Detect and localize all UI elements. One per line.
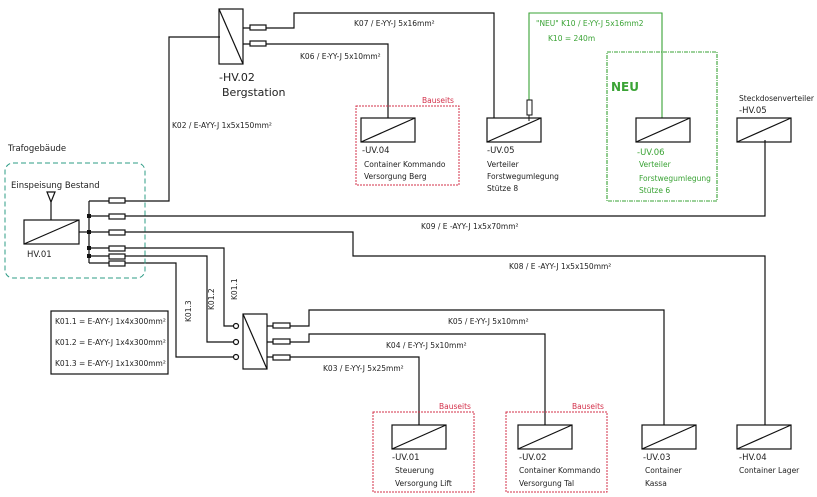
uv04-desc: Container Kommando	[364, 160, 446, 169]
hv02-id: -HV.02	[219, 71, 255, 84]
bauseits-frame-uv04	[355, 105, 460, 186]
cable-k08[interactable]	[89, 231, 766, 425]
uv01-desc: Steuerung	[395, 466, 434, 475]
cable-k02-label: K02 / E-AYY-J 1x5x150mm²	[172, 121, 272, 130]
legend-item: K01.1 = E-AYY-J 1x4x300mm²	[55, 317, 166, 326]
uv02-desc: Container Kommando	[519, 466, 601, 475]
uv02-desc: Versorgung Tal	[519, 479, 574, 488]
hv02-name: Bergstation	[222, 86, 286, 99]
hv02-box[interactable]	[218, 8, 244, 65]
uv03-box[interactable]	[641, 424, 697, 450]
uv06-desc: Verteiler	[639, 160, 672, 169]
cable-k012-label: K01.2	[207, 288, 216, 310]
uv02-id: -UV.02	[519, 453, 547, 463]
cable-k07[interactable]	[243, 12, 495, 118]
new-marker: NEU	[611, 80, 639, 94]
uv06-desc: Forstwegumlegung	[639, 174, 711, 183]
uv03-id: -UV.03	[643, 453, 671, 463]
hv05-id: -HV.05	[739, 106, 767, 116]
uv04-box[interactable]	[360, 117, 416, 143]
cable-k013-label: K01.3	[184, 300, 193, 322]
uv05-box[interactable]	[486, 117, 542, 143]
hv01-diagonal	[23, 219, 80, 245]
hv05-box[interactable]	[736, 117, 792, 143]
cable-k06-label: K06 / E-YY-J 5x10mm²	[300, 52, 381, 61]
hv04-box[interactable]	[736, 424, 792, 450]
legend-box	[50, 310, 169, 375]
supply-triangle-icon	[46, 191, 56, 204]
bauseits-label: Bauseits	[572, 402, 604, 411]
uv04-id: -UV.04	[362, 146, 390, 156]
cable-k01-1[interactable]	[89, 247, 236, 327]
bauseits-frame-uv02	[505, 411, 608, 493]
hv04-desc: Container Lager	[739, 466, 800, 475]
uv05-id: -UV.05	[487, 146, 515, 156]
hv02-diagonal	[218, 8, 244, 65]
cable-k01-3[interactable]	[89, 262, 236, 358]
uv05-desc: Verteiler	[487, 160, 520, 169]
cable-k10-length: K10 = 240m	[548, 34, 595, 43]
cable-k04-label: K04 / E-YY-J 5x10mm²	[386, 341, 467, 350]
new-frame	[606, 51, 718, 202]
building-label: Trafogebäude	[7, 144, 66, 154]
uv03-desc: Container	[645, 466, 683, 475]
uv06-id: -UV.06	[637, 148, 665, 158]
uv01-box[interactable]	[391, 424, 447, 450]
uv05-desc: Stütze 8	[487, 184, 518, 193]
uv03-desc: Kassa	[645, 479, 667, 488]
bauseits-label: Bauseits	[422, 96, 454, 105]
cable-k07-label: K07 / E-YY-J 5x16mm²	[354, 19, 435, 28]
cable-k011-label: K01.1	[230, 278, 239, 300]
cable-k01-2[interactable]	[89, 255, 236, 343]
legend-item: K01.2 = E-AYY-J 1x4x300mm²	[55, 338, 166, 347]
hv01-label: HV.01	[27, 250, 52, 260]
uv04-desc: Versorgung Berg	[364, 172, 427, 181]
fuse	[249, 24, 267, 31]
uv01-id: -UV.01	[392, 453, 420, 463]
cable-k09-label: K09 / E -AYY-J 1x5x70mm²	[421, 222, 519, 231]
bauseits-label: Bauseits	[439, 402, 471, 411]
supply-label: Einspeisung Bestand	[11, 181, 100, 191]
cable-k04[interactable]	[267, 333, 546, 425]
cable-k05[interactable]	[267, 309, 665, 425]
hv04-id: -HV.04	[739, 453, 767, 463]
cable-k02[interactable]	[89, 36, 220, 202]
uv02-box[interactable]	[517, 424, 573, 450]
cable-k10-new[interactable]	[528, 12, 663, 118]
hv05-title: Steckdosenverteiler	[739, 94, 815, 103]
legend-item: K01.3 = E-AYY-J 1x1x300mm²	[55, 359, 166, 368]
cable-k03[interactable]	[267, 356, 420, 425]
cable-k05-label: K05 / E-YY-J 5x10mm²	[448, 317, 529, 326]
cable-k06[interactable]	[243, 43, 389, 118]
uv05-desc: Forstwegumlegung	[487, 172, 559, 181]
fuse	[249, 40, 267, 47]
building-frame	[4, 162, 146, 279]
cable-k09[interactable]	[89, 140, 766, 217]
cable-k10-label: "NEU" K10 / E-YY-J 5x16mm2	[536, 19, 644, 28]
cable-k03-label: K03 / E-YY-J 5x25mm²	[323, 364, 404, 373]
bauseits-frame-uv01	[372, 411, 475, 493]
uv06-desc: Stütze 6	[639, 186, 670, 195]
cable-k08-label: K08 / E -AYY-J 1x5x150mm²	[509, 262, 611, 271]
uv06-box[interactable]	[635, 117, 691, 143]
uv01-desc: Versorgung Lift	[395, 479, 452, 488]
